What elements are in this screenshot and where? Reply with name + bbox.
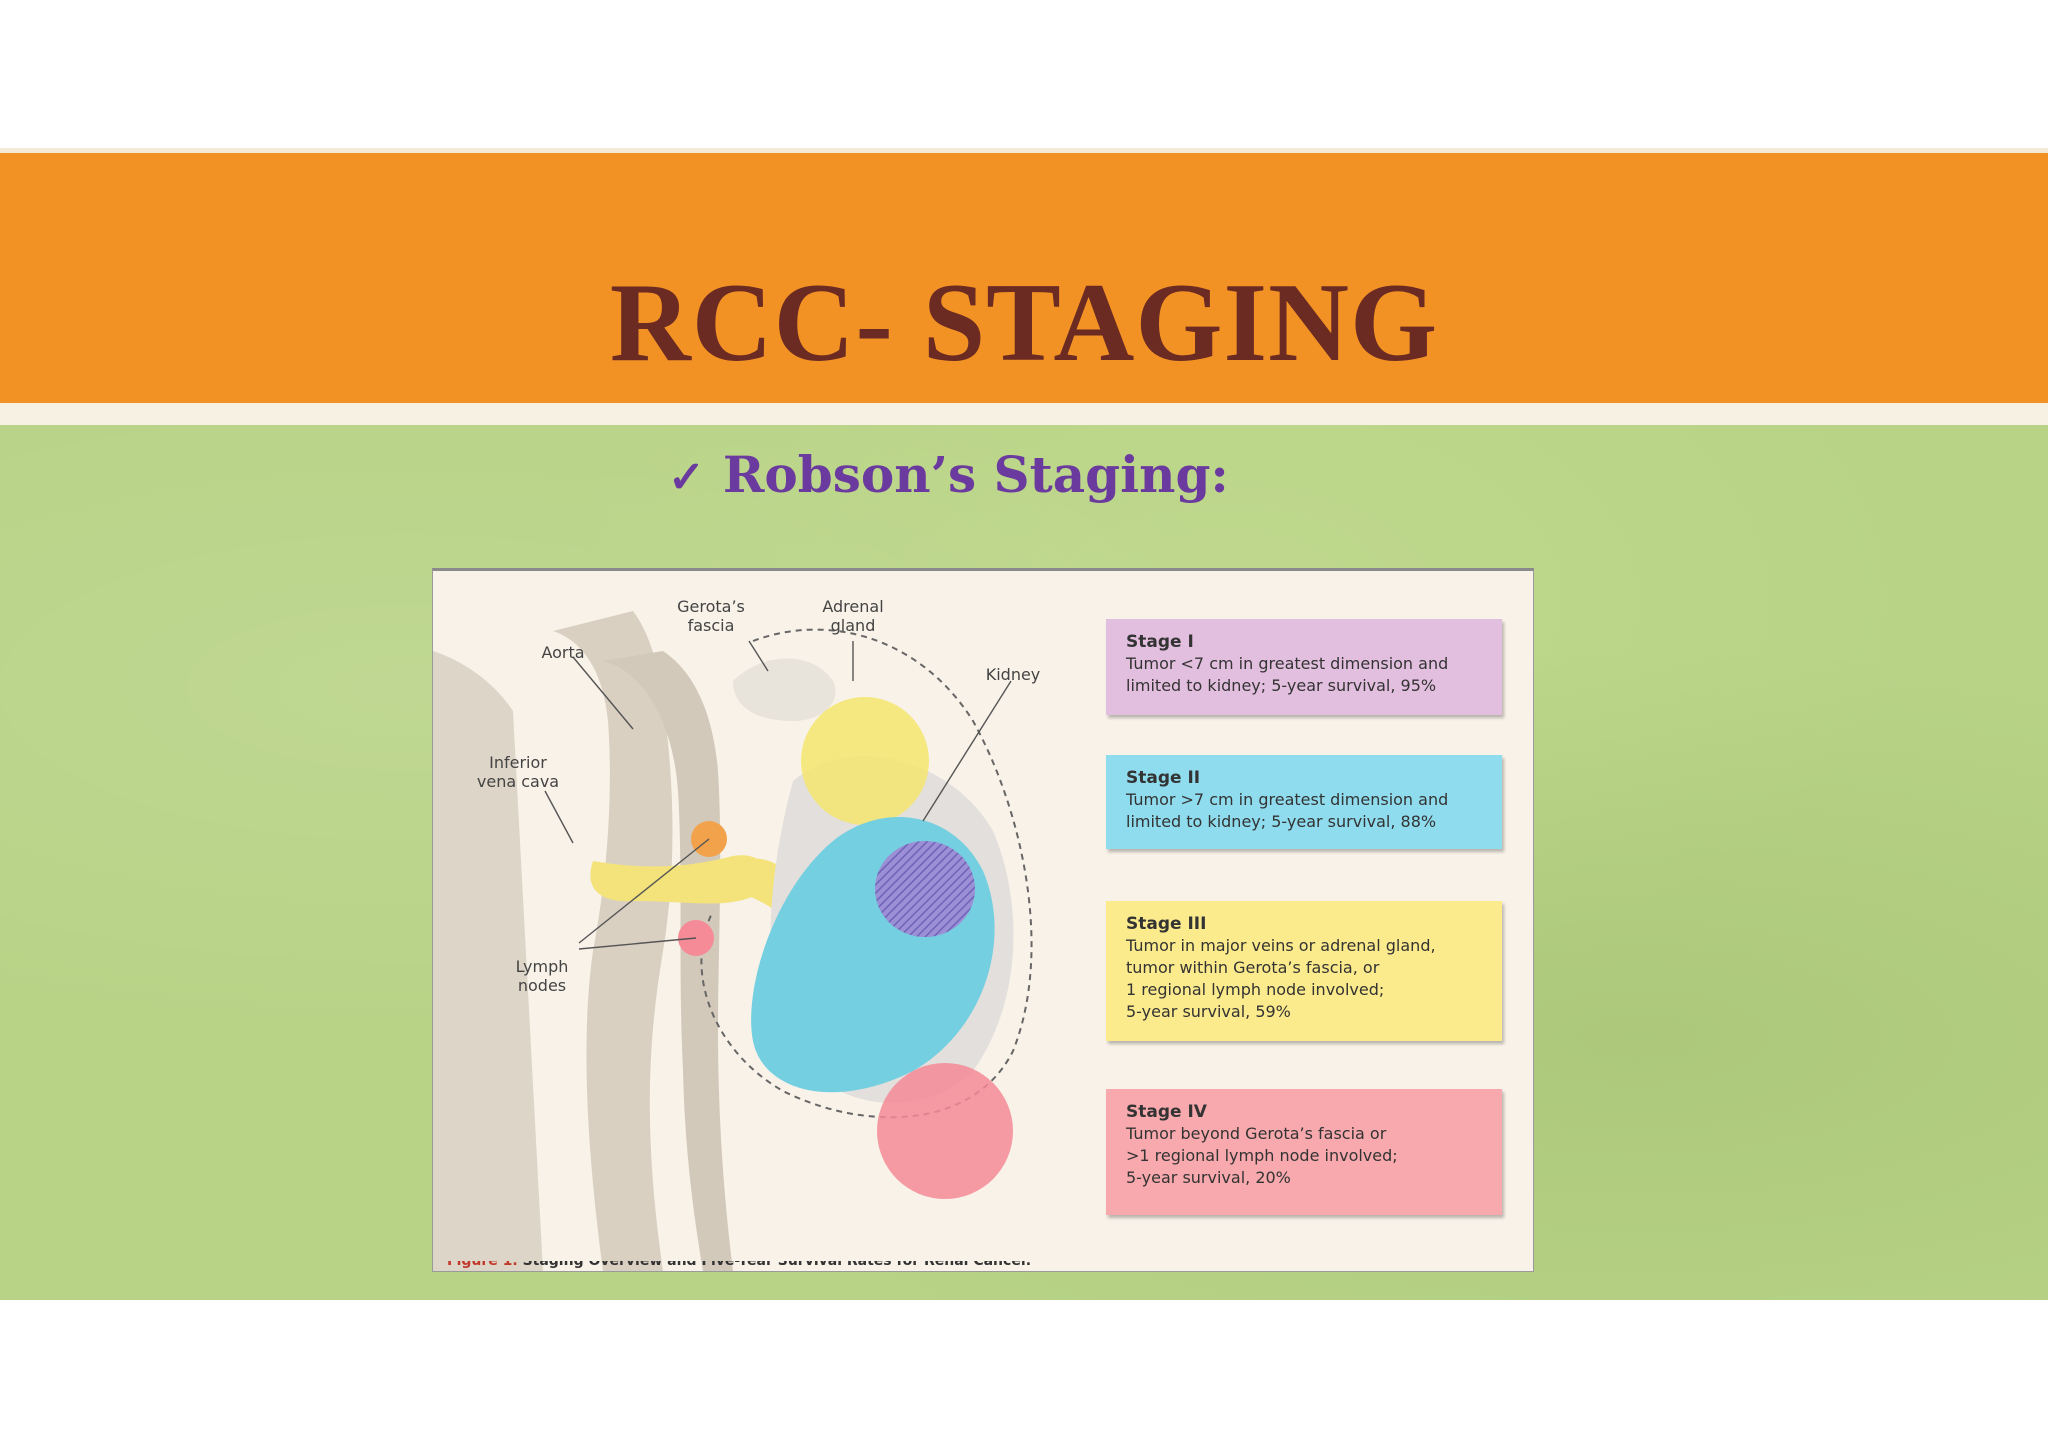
stage-iv-title: Stage IV (1126, 1102, 1207, 1122)
stage-iii-title: Stage III (1126, 914, 1207, 934)
staging-figure: Gerota’s fascia Adrenal gland Aorta Kidn… (432, 568, 1534, 1272)
label-kidney: Kidney (985, 665, 1041, 684)
figure-caption: Figure 1. Staging Overview and Five-Year… (433, 1261, 1533, 1271)
stage-iii-box: Stage III Tumor in major veins or adrena… (1106, 901, 1502, 1041)
stage-i-text: Tumor <7 cm in greatest dimension and li… (1126, 654, 1449, 695)
aorta-shape (603, 651, 733, 1271)
vessel-shape (553, 611, 673, 1271)
subtitle-text: Robson’s Staging: (722, 445, 1229, 504)
label-lymph-nodes: Lymph nodes (515, 957, 569, 995)
stage-ii-text: Tumor >7 cm in greatest dimension and li… (1126, 790, 1449, 831)
stage-ii-title: Stage II (1126, 768, 1201, 788)
title-band-edge (0, 403, 2048, 425)
label-inferior-vena-cava: Inferior vena cava (476, 753, 560, 791)
label-aorta: Aorta (541, 643, 585, 662)
stage-iii-text: Tumor in major veins or adrenal gland, t… (1126, 936, 1436, 1021)
checkmark-icon: ✓ (668, 452, 705, 503)
figure-caption-text: Staging Overview and Five-Year Survival … (522, 1261, 1032, 1269)
stage-i-box: Stage I Tumor <7 cm in greatest dimensio… (1106, 619, 1502, 715)
title-band (0, 148, 2048, 408)
stage-iii-tumor-hatched (875, 841, 975, 937)
slide-title: RCC- STAGING (609, 261, 1439, 385)
stage-i-tumor (801, 697, 929, 825)
stage-iv-text: Tumor beyond Gerota’s fascia or >1 regio… (1126, 1124, 1398, 1187)
stage-iv-box: Stage IV Tumor beyond Gerota’s fascia or… (1106, 1089, 1502, 1215)
anatomy-illustration (433, 611, 1033, 1271)
stage-iv-tumor (877, 1063, 1013, 1199)
label-gerotas-fascia: Gerota’s fascia (677, 597, 745, 635)
label-adrenal-gland: Adrenal gland (822, 597, 884, 635)
figure-caption-label: Figure 1. (447, 1261, 518, 1269)
renal-vein-shape (590, 855, 767, 904)
adrenal-gland-shape (733, 658, 836, 721)
stage-ii-box: Stage II Tumor >7 cm in greatest dimensi… (1106, 755, 1502, 849)
slide-subtitle: ✓ Robson’s Staging: (668, 440, 1229, 510)
stage-i-title: Stage I (1126, 632, 1194, 652)
gerotas-fascia-outline (700, 628, 1033, 1119)
body-silhouette (433, 651, 543, 1271)
